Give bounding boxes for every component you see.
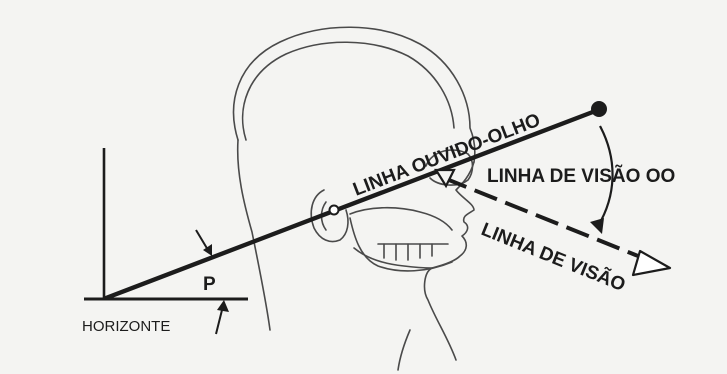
angle-p-label: P bbox=[203, 274, 216, 295]
line-of-sight-oo-label: LINHA DE VISÃO OO bbox=[487, 165, 675, 187]
horizon-label: HORIZONTE bbox=[82, 318, 170, 335]
ear-point bbox=[330, 206, 339, 215]
ear-eye-line-end-dot bbox=[591, 101, 607, 117]
